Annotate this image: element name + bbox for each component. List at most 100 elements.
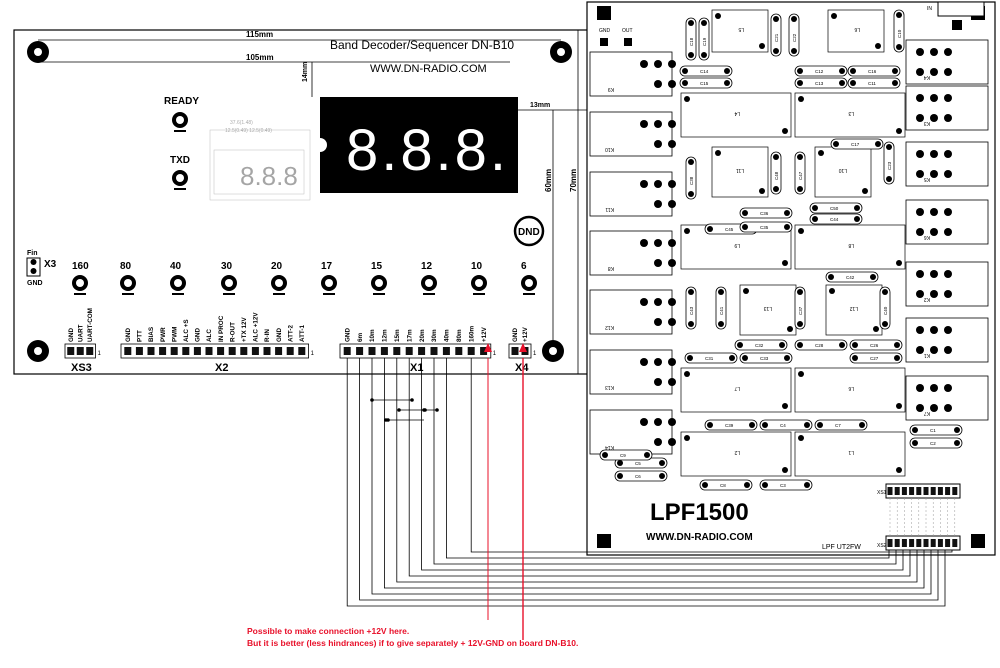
- x3-connector: [26, 257, 41, 277]
- capacitor-label: C9: [620, 453, 626, 458]
- lpf-gnd-label: GND: [599, 28, 611, 34]
- capacitor: [794, 77, 848, 89]
- xs3-pin-label: UART-COM: [87, 308, 94, 342]
- x2-pin1: 1: [311, 351, 315, 357]
- capacitor: [849, 339, 903, 351]
- x1-pin-label: 40m: [444, 329, 451, 342]
- capacitor: [847, 65, 901, 77]
- relay-label: K8: [608, 265, 614, 271]
- relay: [589, 409, 673, 455]
- relay-label: K13: [605, 384, 614, 390]
- capacitor: [685, 156, 697, 200]
- band-label-10: 10: [471, 261, 483, 272]
- capacitor: [825, 271, 879, 283]
- capacitor-label: C40: [883, 306, 888, 315]
- capacitor: [614, 470, 668, 482]
- x1-pin-label: 80m: [456, 329, 463, 342]
- band-label-20: 20: [271, 261, 283, 272]
- x2-pin: [263, 347, 271, 355]
- inductor: [825, 284, 883, 336]
- svg-text:DND: DND: [518, 227, 540, 238]
- xs3-pin-label: GND: [68, 328, 75, 342]
- x1-pin: [418, 347, 426, 355]
- x1-pin-label: 17m: [406, 329, 413, 342]
- xs2-label: XS2: [877, 543, 887, 549]
- fin-gnd-label: GND: [27, 280, 43, 287]
- x2-pin-label: PWM: [171, 327, 178, 342]
- capacitor: [704, 419, 758, 431]
- x1-pin-label: 20m: [419, 329, 426, 342]
- wire: [359, 358, 939, 601]
- capacitor-label: C44: [830, 217, 839, 222]
- wire: [396, 358, 918, 583]
- relay-label: K5: [924, 176, 930, 182]
- x3-label: X3: [44, 259, 57, 270]
- x1-pin: [442, 347, 450, 355]
- capacitor-label: C48: [774, 171, 779, 180]
- band-label-15: 15: [371, 261, 383, 272]
- wire: [408, 358, 911, 577]
- relay-label: K4: [924, 74, 930, 80]
- wire: [421, 358, 904, 571]
- capacitor-label: C1: [930, 428, 936, 433]
- relay: [589, 111, 673, 157]
- x1-name: X1: [410, 362, 423, 374]
- x2-pin: [298, 347, 306, 355]
- capacitor: [759, 479, 813, 491]
- inductor: [794, 367, 906, 413]
- capacitor-label: C5: [635, 461, 641, 466]
- capacitor: [739, 207, 793, 219]
- capacitor: [809, 213, 863, 225]
- lpf-url: WWW.DN-RADIO.COM: [646, 532, 753, 543]
- capacitor-label: C13: [815, 81, 824, 86]
- dn-b10-outline: [13, 29, 589, 375]
- capacitor: [794, 339, 848, 351]
- capacitor: [794, 286, 806, 330]
- capacitor: [685, 17, 697, 61]
- capacitor: [909, 437, 963, 449]
- x1-pin: [380, 347, 388, 355]
- capacitor: [909, 424, 963, 436]
- relay: [905, 85, 989, 131]
- x2-pin-label: IN PROC: [218, 315, 225, 342]
- capacitor-label: C36: [760, 211, 769, 216]
- capacitor-label: C35: [760, 225, 769, 230]
- capacitor-label: C31: [705, 356, 714, 361]
- mount-hole: [550, 41, 572, 63]
- capacitor: [794, 65, 848, 77]
- lpf-out-label: OUT: [622, 28, 633, 34]
- capacitor: [770, 151, 782, 195]
- inductor: [794, 224, 906, 270]
- x2-connector: [120, 343, 310, 359]
- x2-pin: [205, 347, 213, 355]
- capacitor: [809, 202, 863, 214]
- wiring-harness: [346, 358, 953, 607]
- capacitor-label: C18: [689, 37, 694, 46]
- capacitor-label: C37: [798, 306, 803, 315]
- inductor-label: L12: [849, 305, 858, 311]
- inductor-label: L1: [848, 449, 854, 455]
- capacitor: [830, 138, 884, 150]
- note-line1: Possible to make connection +12V here.: [247, 626, 409, 636]
- x1-pin-label: 6m: [357, 332, 364, 342]
- relay: [905, 199, 989, 245]
- relay: [589, 51, 673, 97]
- band-label-12: 12: [421, 261, 433, 272]
- display-footprint-drawing: 37.6(1.48) 12.5(0.49) 12.5(0.49) 8.8.8: [209, 120, 311, 201]
- capacitor: [770, 13, 782, 57]
- capacitor-label: C10: [897, 29, 902, 38]
- mount-hole: [27, 41, 49, 63]
- txd-label: TXD: [170, 155, 190, 166]
- relay-label: K14: [605, 444, 614, 450]
- inductor-label: L2: [734, 449, 740, 455]
- inductor-label: L10: [838, 167, 847, 173]
- dim-105mm: 105mm: [246, 53, 274, 62]
- band-label-17: 17: [321, 261, 333, 272]
- inductor: [827, 9, 885, 53]
- capacitor-label: C11: [868, 81, 876, 86]
- x1-pin: [393, 347, 401, 355]
- capacitor: [699, 479, 753, 491]
- relay: [905, 261, 989, 307]
- capacitor-label: C21: [774, 33, 779, 42]
